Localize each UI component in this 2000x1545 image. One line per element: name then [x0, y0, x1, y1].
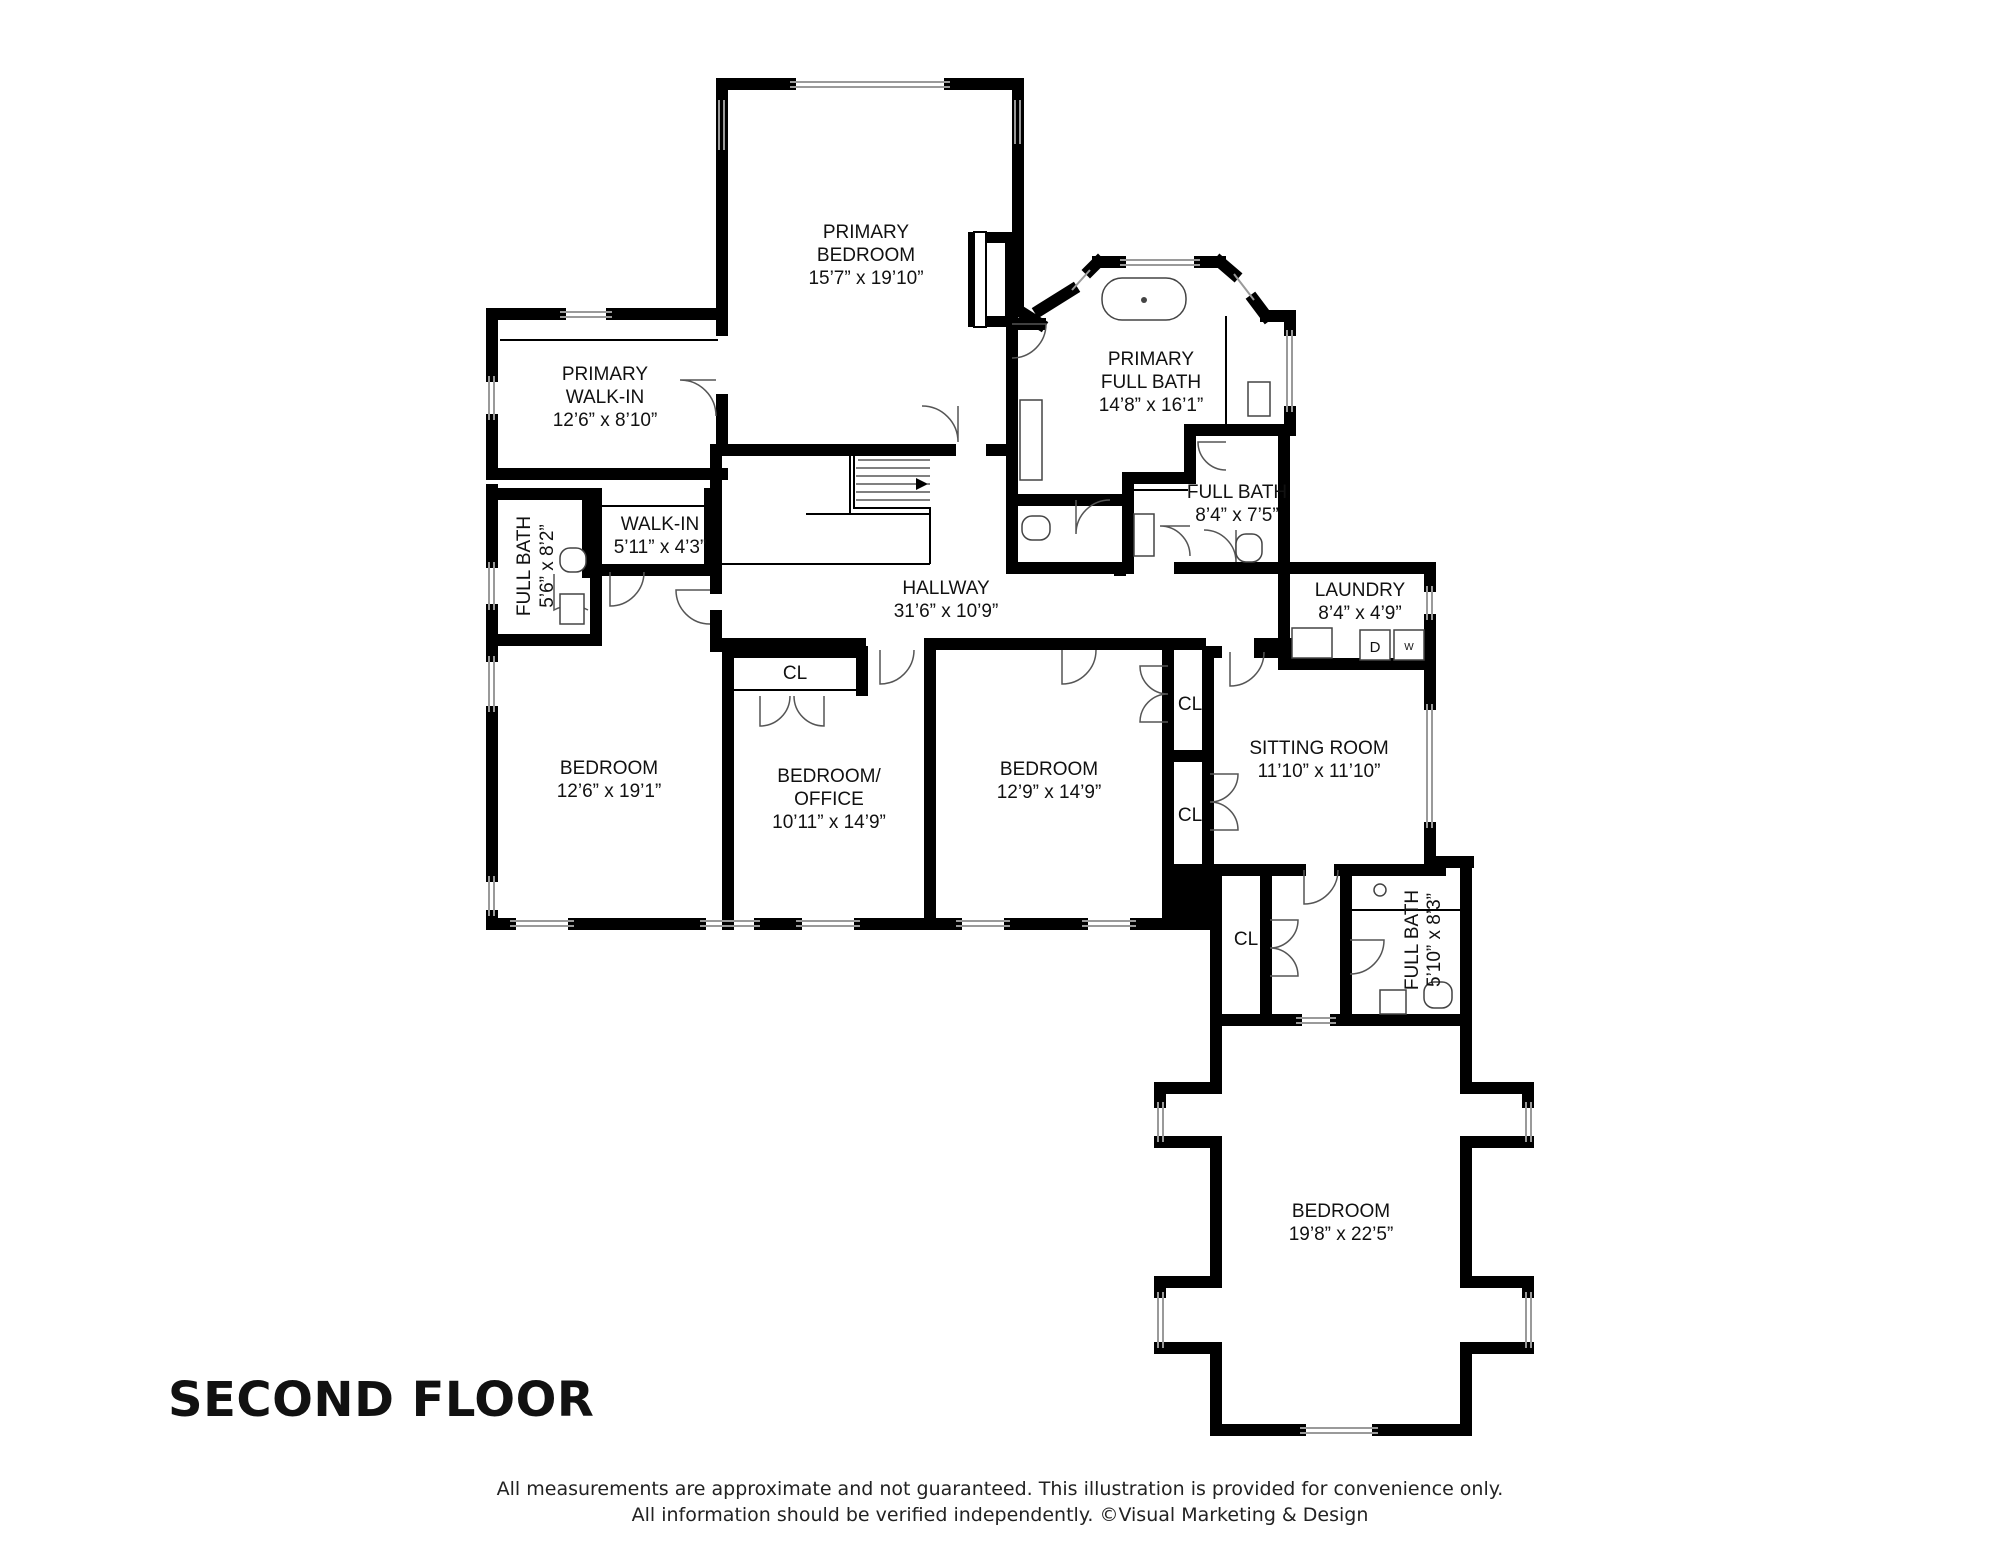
closet-office-label: CL — [783, 663, 807, 684]
hallway-name: HALLWAY — [902, 578, 990, 599]
vanity-icon — [1019, 399, 1043, 481]
shower-head-icon — [1373, 883, 1387, 897]
sitting-room-name: SITTING ROOM — [1249, 738, 1388, 759]
walkin-dims: 5’11” x 4’3” — [614, 537, 707, 558]
disclaimer-line-2: All information should be verified indep… — [631, 1504, 1369, 1526]
full-bath-left-name: FULL BATH — [514, 516, 535, 616]
laundry-sink-icon — [1291, 627, 1333, 659]
sink-icon — [1379, 989, 1407, 1015]
full-bath-right-dims: 5’10” x 8’3” — [1424, 893, 1445, 987]
stairs — [722, 454, 931, 565]
sitting-room-dims: 11’10” x 11’10” — [1258, 761, 1381, 782]
toilet-icon — [1423, 981, 1453, 1009]
full-bath-right-name: FULL BATH — [1402, 890, 1423, 990]
sink-icon — [559, 593, 585, 625]
bedroom-office-name-2: OFFICE — [794, 789, 864, 810]
dryer-label: D — [1370, 639, 1381, 656]
floor-title: SECOND FLOOR — [168, 1372, 595, 1428]
bedroom-bottom-dims: 19’8” x 22’5” — [1289, 1224, 1394, 1245]
primary-walkin-name-1: PRIMARY — [562, 364, 649, 385]
dryer-icon — [1359, 629, 1391, 661]
primary-bedroom-name-1: PRIMARY — [823, 222, 910, 243]
toilet-icon — [1021, 515, 1051, 541]
full-bath-center-name: FULL BATH — [1187, 482, 1287, 503]
bedroom-office-name-1: BEDROOM/ — [777, 766, 881, 787]
bedroom-middle-dims: 12’9” x 14’9” — [997, 782, 1102, 803]
bedroom-bottom-name: BEDROOM — [1292, 1201, 1390, 1222]
windows — [488, 81, 1532, 1434]
walkin-name: WALK-IN — [621, 514, 699, 535]
drain-icon — [1141, 297, 1147, 303]
shower-icon — [1247, 381, 1271, 417]
washer-icon — [1393, 629, 1425, 661]
bedroom-left-dims: 12’6” x 19’1” — [557, 781, 662, 802]
doors — [553, 323, 1385, 977]
fixtures — [559, 277, 1453, 1015]
laundry-dims: 8’4” x 4’9” — [1318, 603, 1401, 624]
disclaimer-line-1: All measurements are approximate and not… — [496, 1478, 1504, 1500]
primary-bedroom-name-2: BEDROOM — [817, 245, 915, 266]
full-bath-left-dims: 5’6” x 8’2” — [537, 524, 558, 607]
closet-lower-label: CL — [1178, 805, 1202, 826]
closet-bottom-label: CL — [1234, 929, 1258, 950]
primary-full-bath-dims: 14’8” x 16’1” — [1099, 395, 1204, 416]
primary-walkin-name-2: WALK-IN — [566, 387, 644, 408]
bedroom-left-name: BEDROOM — [560, 758, 658, 779]
primary-walkin-dims: 12’6” x 8’10” — [553, 410, 658, 431]
full-bath-center-dims: 8’4” x 7’5” — [1195, 505, 1278, 526]
laundry-name: LAUNDRY — [1315, 580, 1406, 601]
toilet-icon — [559, 547, 587, 573]
sink-icon — [1133, 513, 1155, 557]
hallway-dims: 31’6” x 10’9” — [894, 601, 999, 622]
walls — [486, 78, 1534, 1436]
toilet-icon — [1235, 533, 1263, 563]
bedroom-office-dims: 10’11” x 14’9” — [772, 812, 886, 833]
primary-full-bath-name-1: PRIMARY — [1108, 349, 1195, 370]
closet-upper-label: CL — [1178, 694, 1202, 715]
washer-label: W — [1404, 642, 1414, 653]
room-labels: PRIMARY BEDROOM 15’7” x 19’10” PRIMARY W… — [514, 222, 1445, 1245]
primary-full-bath-name-2: FULL BATH — [1101, 372, 1201, 393]
primary-bedroom-dims: 15’7” x 19’10” — [808, 268, 923, 289]
bedroom-middle-name: BEDROOM — [1000, 759, 1098, 780]
